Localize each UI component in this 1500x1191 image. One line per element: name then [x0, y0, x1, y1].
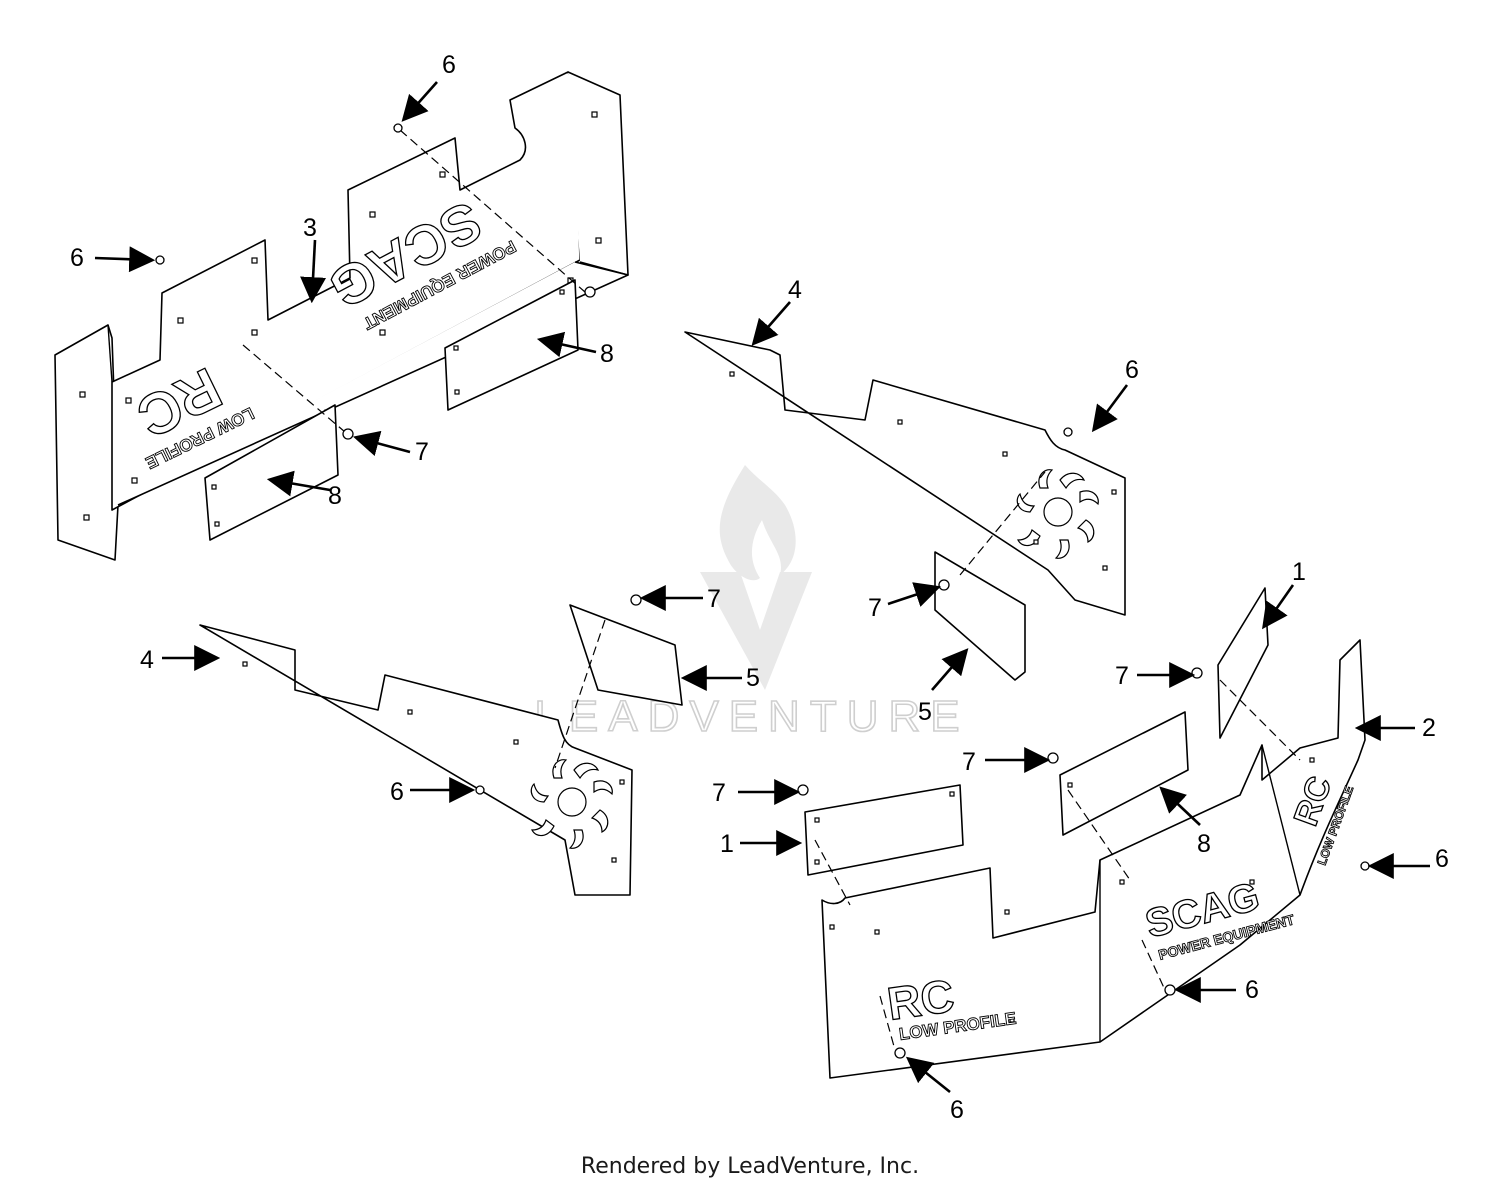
callout-number: 5	[746, 664, 760, 692]
watermark-v-icon	[700, 572, 812, 690]
callout-number: 8	[600, 340, 614, 368]
callout-number: 2	[1422, 714, 1436, 742]
screw-icon	[1360, 861, 1370, 871]
part-plate-5-left	[569, 604, 683, 706]
watermark-flame-icon	[719, 465, 796, 581]
screw-icon	[1063, 427, 1073, 437]
part-front-panel	[821, 639, 1366, 1079]
footer-credit: Rendered by LeadVenture, Inc.	[580, 1154, 920, 1179]
part-plate-5-center	[934, 551, 1026, 681]
part-side-panel-left	[199, 624, 633, 896]
callout-number: 8	[1197, 830, 1211, 858]
callout-number: 8	[328, 482, 342, 510]
callout-number: 6	[1245, 976, 1259, 1004]
callout-labels: 6 6 3 8 7 8 4 6 7 5 1 7 2 7 8 7 1 6 6 6 …	[70, 51, 1449, 1124]
nut-icon	[797, 784, 809, 796]
callout-number: 7	[415, 438, 429, 466]
callout-number: 7	[712, 779, 726, 807]
callout-number: 3	[303, 214, 317, 242]
sun-cutout-left	[530, 759, 613, 849]
part-plate-8-rear-right	[444, 279, 579, 411]
assembly-line	[399, 129, 586, 293]
front-model-logo-main: RC	[884, 969, 957, 1030]
callout-number: 4	[788, 276, 802, 304]
callout-number: 7	[962, 748, 976, 776]
callout-number: 7	[868, 594, 882, 622]
part-side-panel-right	[684, 331, 1126, 616]
nut-icon	[584, 286, 596, 298]
nut-icon	[342, 428, 354, 440]
callout-number: 6	[442, 51, 456, 79]
assembly-line	[242, 344, 346, 433]
screw-icon	[393, 123, 403, 133]
screw-icon	[475, 785, 485, 795]
part-plate-1-left	[804, 784, 964, 876]
part-plate-8-front	[1059, 711, 1189, 836]
rear-panel-holes	[79, 111, 602, 521]
callout-number: 7	[1115, 662, 1129, 690]
nut-icon	[1191, 667, 1203, 679]
fasteners	[155, 123, 1370, 1059]
callout-arrows	[94, 81, 1430, 1094]
callout-number: 4	[140, 646, 154, 674]
callout-number: 6	[70, 244, 84, 272]
watermark-text: LEADVENTURE	[534, 692, 969, 741]
callout-number: 6	[1435, 845, 1449, 873]
callout-number: 1	[1292, 558, 1306, 586]
callout-number: 1	[720, 830, 734, 858]
sun-cutout-right	[1016, 469, 1099, 559]
screw-icon	[1164, 984, 1176, 996]
nut-icon	[938, 579, 950, 591]
callout-number: 6	[950, 1096, 964, 1124]
watermark: LEADVENTURE	[534, 465, 969, 742]
part-plate-1-top	[1217, 587, 1269, 739]
screw-icon	[894, 1047, 906, 1059]
nut-icon	[630, 594, 642, 606]
callout-number: 6	[1125, 356, 1139, 384]
callout-number: 6	[390, 778, 404, 806]
screw-icon	[155, 255, 165, 265]
nut-icon	[1047, 752, 1059, 764]
callout-number: 7	[707, 585, 721, 613]
callout-number: 5	[918, 698, 932, 726]
